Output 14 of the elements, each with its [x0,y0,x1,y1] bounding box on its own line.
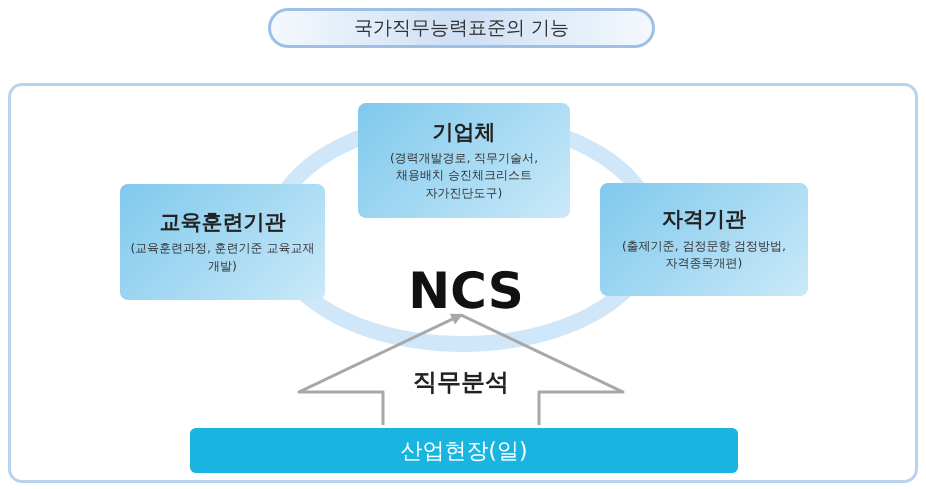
function-box [120,184,325,300]
box-heading: 교육훈련기관 [160,208,286,236]
box-heading: 기업체 [432,118,496,146]
box-description: (경력개발경로, 직무기술서, 채용배치 승진체크리스트 자가진단도구) [388,150,540,202]
panel-background [8,83,918,483]
box-description: (출제기준, 검정문항 검정방법, 자격종목개편) [621,238,787,272]
box-heading: 자격기관 [662,206,746,234]
center-label: NCS [401,261,531,321]
title-pill: 국가직무능력표준의 기능 [268,8,655,48]
function-box [358,103,570,218]
hollow-arrow [298,314,624,426]
function-box [600,183,808,296]
box-description: (교육훈련과정, 훈련기준 교육교재 개발) [129,240,316,275]
base-bar: 산업현장(일) [190,428,738,473]
